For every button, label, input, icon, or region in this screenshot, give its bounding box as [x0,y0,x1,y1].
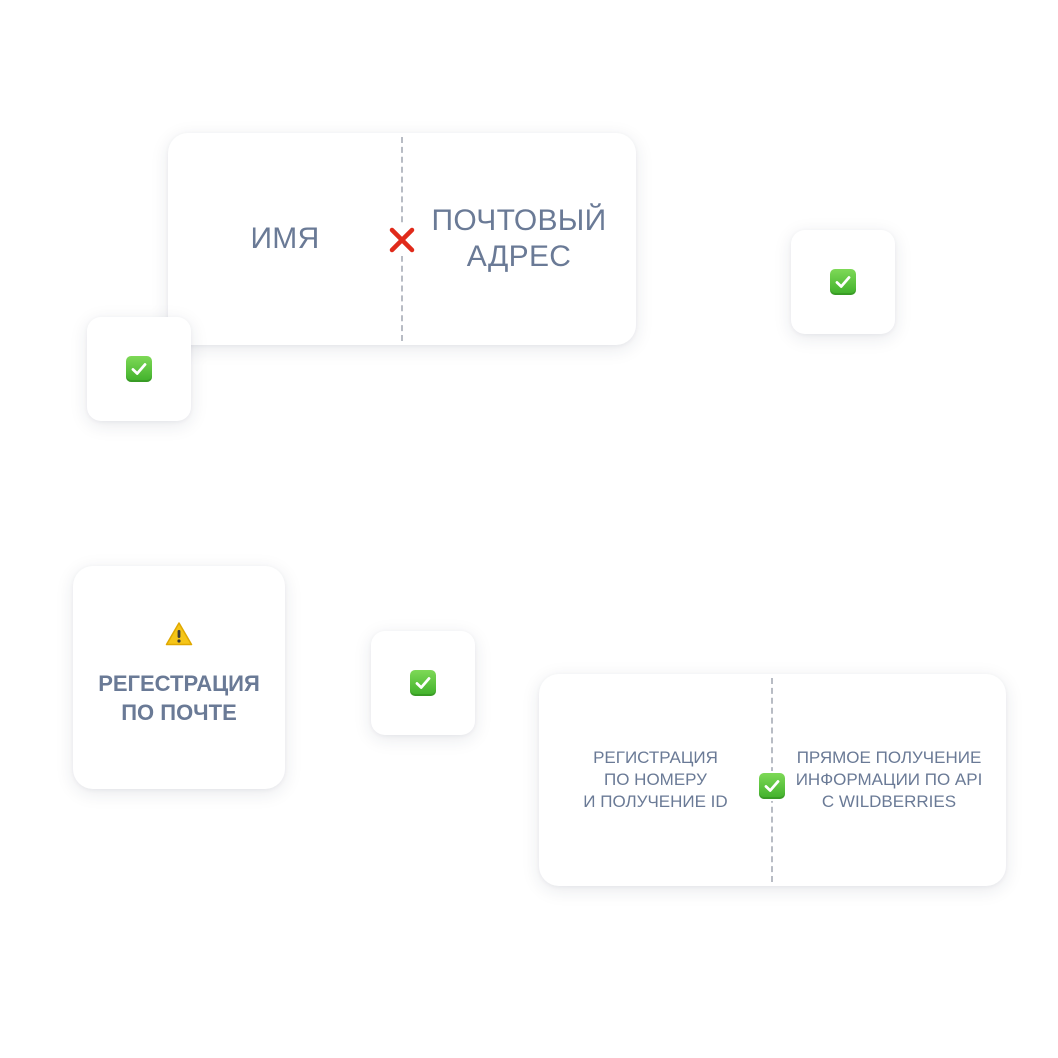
api-cell: ПРЯМОЕ ПОЛУЧЕНИЕ ИНФОРМАЦИИ ПО API С WIL… [772,674,1006,886]
check-icon [830,269,856,295]
check-card-upper-left [87,317,191,421]
email-registration-card: РЕГЕСТРАЦИЯ ПО ПОЧТЕ [73,566,285,789]
email-registration-label: РЕГЕСТРАЦИЯ ПО ПОЧТЕ [98,670,260,725]
phone-api-card: РЕГИСТРАЦИЯ ПО НОМЕРУ И ПОЛУЧЕНИЕ ID ПРЯ… [539,674,1006,886]
name-cell: ИМЯ [168,133,402,345]
name-label: ИМЯ [250,222,320,255]
check-card-upper-right [791,230,895,334]
phone-registration-label: РЕГИСТРАЦИЯ ПО НОМЕРУ И ПОЛУЧЕНИЕ ID [583,748,728,811]
api-label: ПРЯМОЕ ПОЛУЧЕНИЕ ИНФОРМАЦИИ ПО API С WIL… [795,748,983,811]
check-icon [410,670,436,696]
check-card-middle [371,631,475,735]
cross-icon [389,227,415,253]
separator-mark [757,771,787,801]
check-icon [126,356,152,382]
phone-registration-cell: РЕГИСТРАЦИЯ ПО НОМЕРУ И ПОЛУЧЕНИЕ ID [539,674,772,886]
email-cell: ПОЧТОВЫЙ АДРЕС [402,133,636,345]
warning-icon [165,621,193,645]
name-email-card: ИМЯ ПОЧТОВЫЙ АДРЕС [168,133,636,345]
separator-mark [386,224,418,256]
check-icon [759,773,785,799]
email-label: ПОЧТОВЫЙ АДРЕС [431,204,607,273]
